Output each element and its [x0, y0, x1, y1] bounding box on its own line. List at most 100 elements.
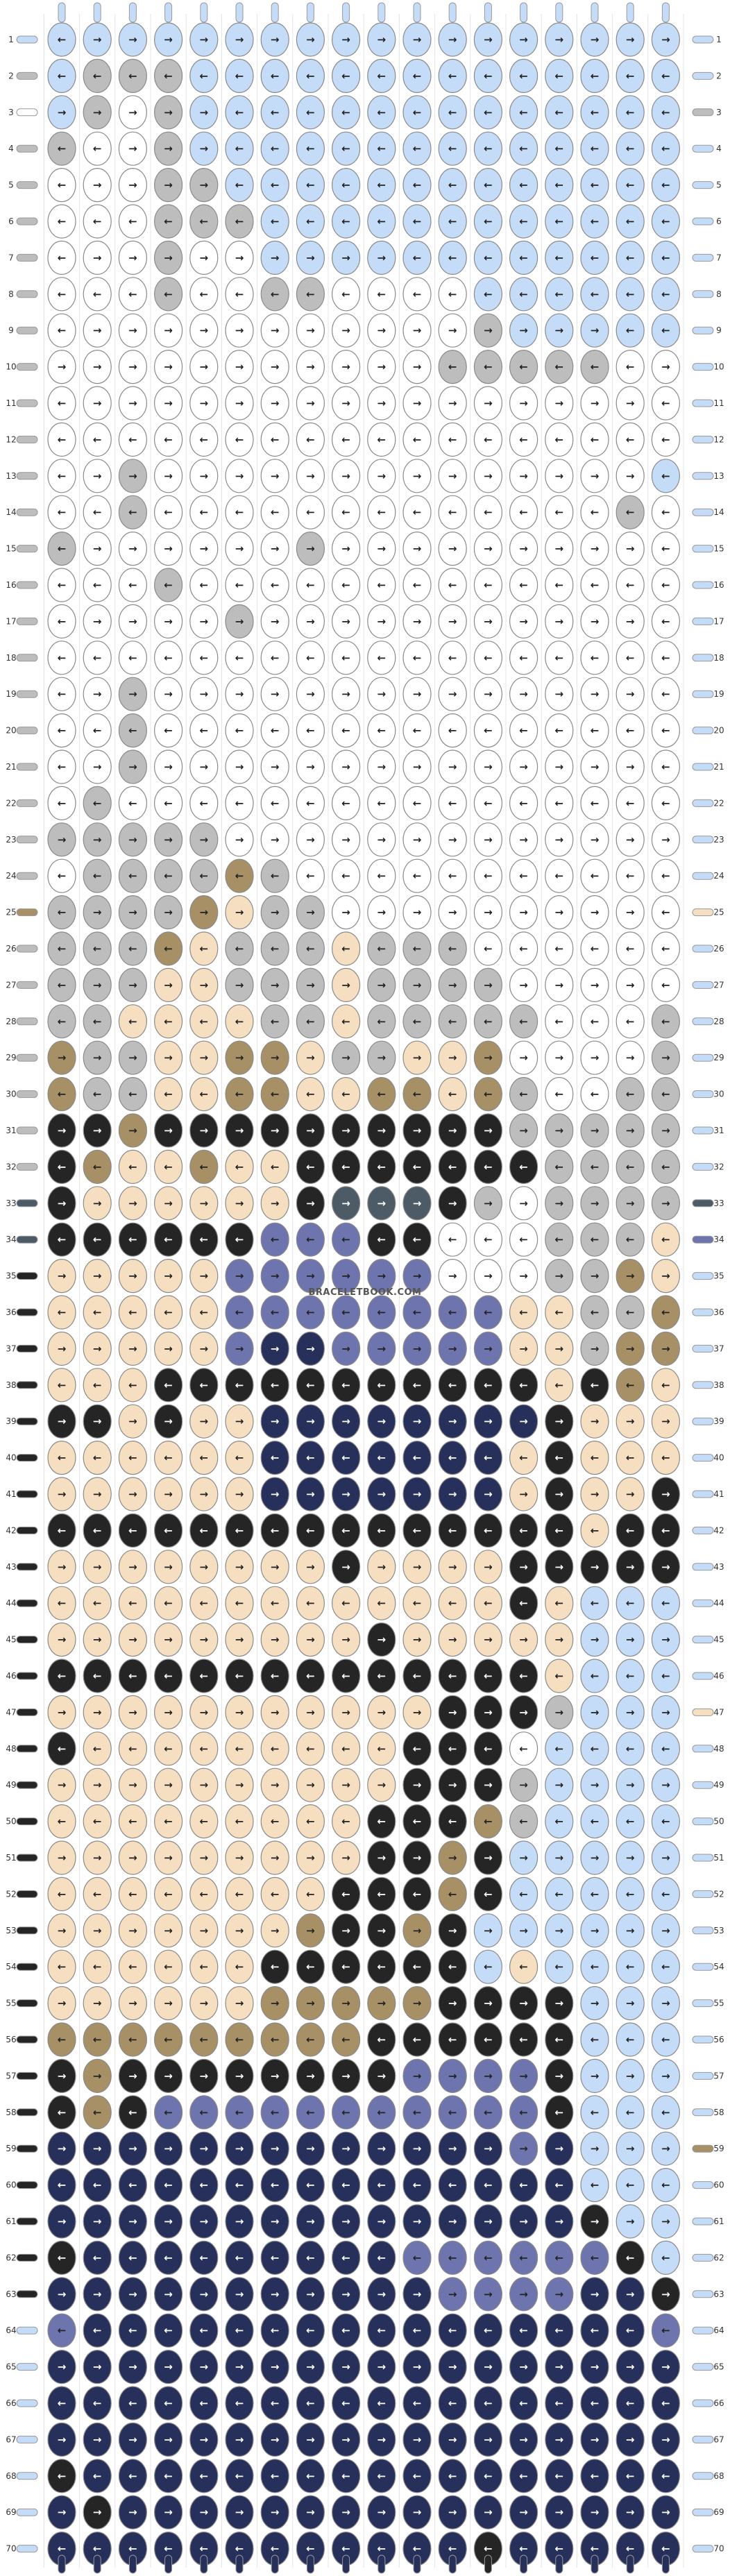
- string-end-right: [692, 1490, 714, 1498]
- knot: [118, 1076, 147, 1112]
- knot: [332, 22, 361, 57]
- arrow-left-icon: ←: [555, 215, 564, 228]
- string-end-left: [16, 654, 38, 662]
- arrow-left-icon: ←: [555, 1088, 564, 1101]
- arrow-right-icon: →: [555, 1051, 564, 1064]
- arrow-left-icon: ←: [235, 1088, 244, 1101]
- knot: [83, 277, 112, 312]
- arrow-right-icon: →: [271, 2215, 280, 2228]
- knot: [651, 386, 681, 421]
- arrow-left-icon: ←: [591, 1452, 600, 1464]
- arrow-right-icon: →: [555, 1924, 564, 1937]
- knot: [189, 568, 219, 602]
- arrow-left-icon: ←: [591, 2470, 600, 2482]
- arrow-right-icon: →: [128, 33, 137, 46]
- arrow-left-icon: ←: [306, 2397, 315, 2409]
- knot: [154, 349, 183, 384]
- arrow-left-icon: ←: [164, 1452, 173, 1464]
- arrow-left-icon: ←: [306, 1524, 315, 1536]
- arrow-left-icon: ←: [128, 579, 137, 591]
- arrow-left-icon: ←: [519, 1452, 528, 1464]
- arrow-right-icon: →: [555, 1852, 564, 1864]
- knot: [545, 931, 574, 966]
- knot: [616, 131, 645, 166]
- row-number-left: 56: [6, 2035, 16, 2044]
- arrow-left-icon: ←: [377, 1670, 387, 1682]
- knot: [47, 313, 76, 348]
- knot: [83, 422, 112, 457]
- arrow-left-icon: ←: [341, 2397, 350, 2409]
- arrow-right-icon: →: [93, 1415, 102, 1427]
- knot: [332, 568, 361, 602]
- arrow-left-icon: ←: [484, 1888, 493, 1900]
- arrow-right-icon: →: [58, 1561, 67, 1573]
- knot: [83, 95, 112, 130]
- arrow-left-icon: ←: [341, 1815, 350, 1828]
- arrow-left-icon: ←: [484, 942, 493, 955]
- arrow-left-icon: ←: [341, 106, 350, 119]
- string-end-right: [692, 1162, 714, 1171]
- knot: [616, 1076, 645, 1112]
- knot: [260, 786, 289, 821]
- arrow-left-icon: ←: [377, 579, 387, 591]
- knot: [225, 495, 254, 529]
- arrow-left-icon: ←: [661, 2543, 670, 2555]
- arrow-left-icon: ←: [93, 1233, 102, 1246]
- knot: [616, 95, 645, 130]
- arrow-left-icon: ←: [341, 1160, 350, 1173]
- knot: [473, 895, 503, 930]
- arrow-left-icon: ←: [519, 1015, 528, 1028]
- arrow-right-icon: →: [661, 2433, 670, 2446]
- string-end-left: [16, 253, 38, 262]
- arrow-left-icon: ←: [661, 1306, 670, 1319]
- knot: [260, 1149, 289, 1185]
- arrow-left-icon: ←: [555, 1306, 564, 1319]
- knot: [154, 1076, 183, 1112]
- string-end-right: [692, 1963, 714, 1971]
- row-number-left: 15: [6, 544, 16, 554]
- arrow-left-icon: ←: [58, 470, 67, 482]
- arrow-right-icon: →: [306, 324, 315, 337]
- arrow-left-icon: ←: [271, 215, 280, 228]
- knot: [580, 131, 609, 166]
- arrow-left-icon: ←: [519, 142, 528, 155]
- arrow-left-icon: ←: [235, 2397, 244, 2409]
- arrow-left-icon: ←: [93, 724, 102, 737]
- knot: [509, 386, 538, 421]
- knot: [332, 168, 361, 203]
- string-end-right: [692, 1235, 714, 1244]
- arrow-left-icon: ←: [377, 870, 387, 882]
- arrow-right-icon: →: [519, 1997, 528, 2010]
- string-end-left: [16, 690, 38, 698]
- arrow-right-icon: →: [306, 1924, 315, 1937]
- knot: [651, 1004, 681, 1039]
- arrow-right-icon: →: [341, 251, 350, 264]
- arrow-left-icon: ←: [93, 1815, 102, 1828]
- arrow-right-icon: →: [128, 688, 137, 700]
- arrow-right-icon: →: [93, 543, 102, 555]
- arrow-right-icon: →: [306, 1270, 315, 1282]
- knot: [651, 604, 681, 639]
- string-end-right: [692, 2108, 714, 2117]
- arrow-right-icon: →: [519, 978, 528, 991]
- row-number-right: 47: [713, 1707, 724, 1717]
- knot: [225, 386, 254, 421]
- arrow-left-icon: ←: [626, 324, 635, 337]
- knot: [154, 858, 183, 893]
- arrow-right-icon: →: [591, 2215, 600, 2228]
- knot: [580, 1040, 609, 1075]
- arrow-right-icon: →: [200, 142, 209, 155]
- arrow-left-icon: ←: [200, 1306, 209, 1319]
- knot: [402, 1295, 432, 1330]
- row-number-left: 70: [6, 2544, 16, 2554]
- arrow-right-icon: →: [591, 33, 600, 46]
- string-end-left: [16, 71, 38, 80]
- knot: [225, 168, 254, 203]
- arrow-right-icon: →: [413, 1706, 422, 1718]
- knot: [616, 531, 645, 566]
- arrow-left-icon: ←: [591, 1015, 600, 1028]
- arrow-left-icon: ←: [58, 615, 67, 627]
- arrow-left-icon: ←: [58, 142, 67, 155]
- arrow-left-icon: ←: [271, 1597, 280, 1609]
- arrow-left-icon: ←: [306, 2179, 315, 2192]
